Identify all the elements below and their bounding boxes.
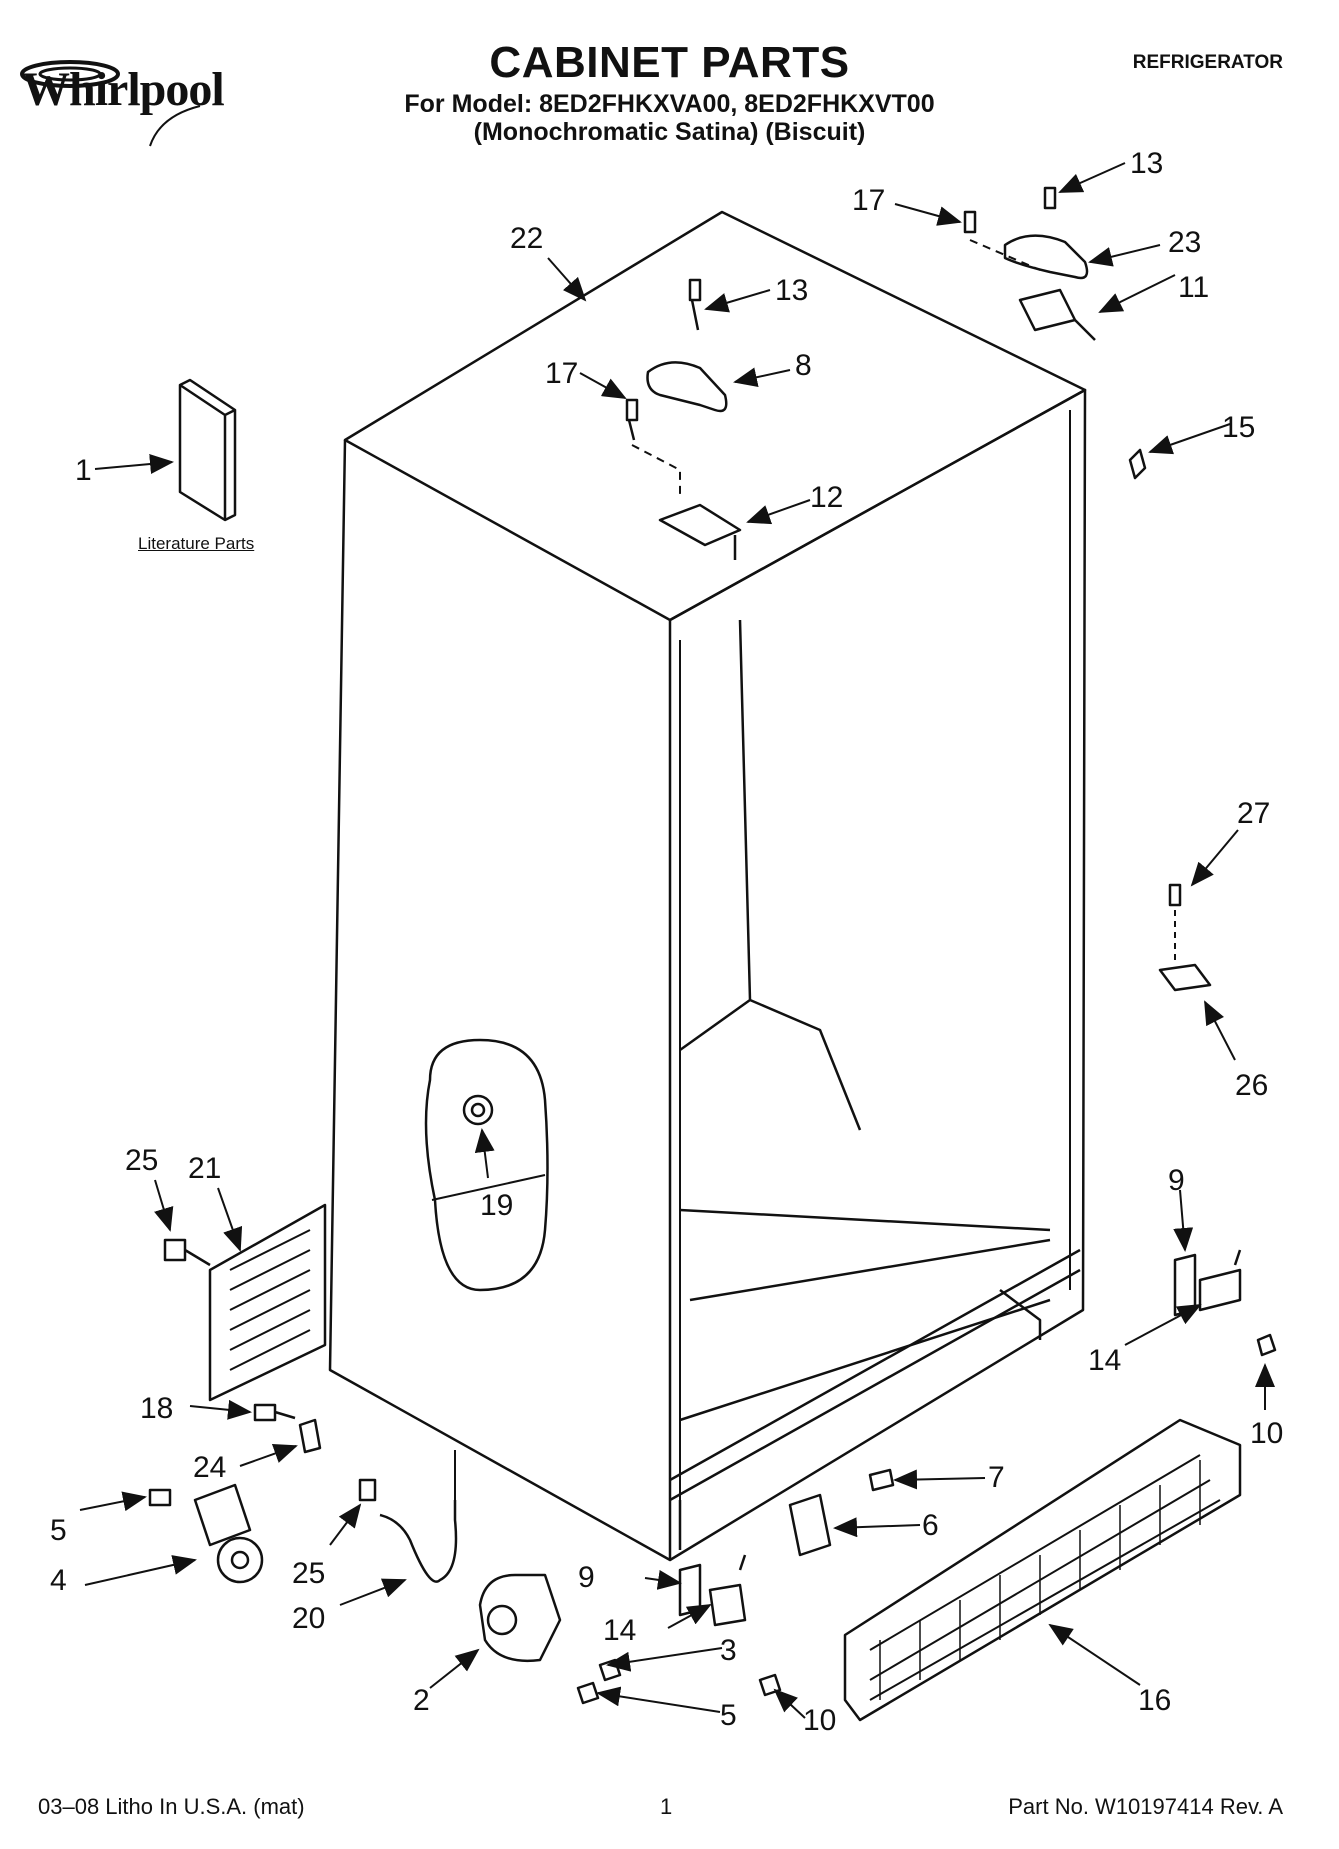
footer-page-number: 1 [660,1794,673,1819]
page-title: CABINET PARTS [489,38,850,87]
hinge-cap-23 [1003,234,1089,280]
model-line: For Model: 8ED2FHKXVA00, 8ED2FHKXVT00 [404,90,935,118]
variant-line: (Monochromatic Satina) (Biscuit) [473,118,866,146]
screw-13b [1043,186,1057,210]
callout-18: 18 [140,1392,173,1425]
callout-7: 7 [988,1461,1005,1494]
callout-22: 22 [510,222,543,255]
literature-parts-label: Literature Parts [138,534,255,553]
callout-3: 3 [720,1634,737,1667]
callout-23: 23 [1168,226,1201,259]
callout-17b: 17 [852,184,885,217]
cabinet-top-panel [343,210,1087,622]
hinge-cap-8 [646,361,728,413]
literature-booklet [178,378,237,522]
top-hinge-right [1018,288,1096,341]
lower-hinge-14a [708,1554,747,1627]
callout-13b: 13 [1130,147,1163,180]
footer-part-number: Part No. W10197414 Rev. A [1008,1794,1283,1819]
callout-26: 26 [1235,1069,1268,1102]
callout-24: 24 [193,1451,226,1484]
water-line-20 [379,1500,458,1583]
screw-25a [163,1238,211,1267]
bracket-26 [1158,963,1212,992]
callout-5b: 5 [720,1699,737,1732]
screw-5b [576,1681,600,1705]
callout-9a: 9 [578,1561,595,1594]
cabinet-front-frame [669,388,1087,1562]
callout-20: 20 [292,1602,325,1635]
callout-8: 8 [795,349,812,382]
leveler-2 [478,1573,562,1662]
caster-4 [193,1483,252,1547]
callout-5a: 5 [50,1514,67,1547]
screw-17b [963,210,977,234]
callout-15: 15 [1222,411,1255,444]
screw-18 [253,1403,296,1422]
callout-1: 1 [75,454,92,487]
hinge-plate-9b [1173,1253,1197,1317]
callout-16: 16 [1138,1684,1171,1717]
bracket-6 [788,1493,832,1557]
callout-14b: 14 [1088,1344,1121,1377]
callout-14a: 14 [603,1614,636,1647]
category-label: REFRIGERATOR [1132,52,1283,73]
screw-17a [625,398,639,441]
cabinet-left-side [328,439,672,1562]
callout-12: 12 [810,481,843,514]
screw-10b [1256,1333,1277,1357]
brand-wordmark: Whirlpool [22,63,225,116]
callout-21: 21 [188,1152,221,1185]
callout-19: 19 [480,1189,513,1222]
callout-10b: 10 [1250,1417,1283,1450]
screw-13a [688,278,702,331]
callout-9b: 9 [1168,1164,1185,1197]
callout-17a: 17 [545,357,578,390]
plug-24 [298,1418,322,1454]
callout-2: 2 [413,1684,430,1717]
callout-25a: 25 [125,1144,158,1177]
callout-4: 4 [50,1564,67,1597]
part-15-clip [1128,448,1147,480]
whirlpool-logo [10,46,270,166]
footer-litho: 03–08 Litho In U.S.A. (mat) [38,1794,305,1819]
vent-grille-21 [208,1203,327,1402]
callout-13a: 13 [775,274,808,307]
callout-10a: 10 [803,1704,836,1737]
callout-27: 27 [1237,797,1270,830]
screw-27 [1168,883,1182,907]
screw-5a [148,1488,172,1507]
screw-7 [868,1468,895,1492]
cabinet-liner [679,619,1051,1422]
grommet [462,1094,494,1126]
callout-6: 6 [922,1509,939,1542]
callout-11: 11 [1178,271,1209,304]
toe-grille-16 [843,1418,1242,1722]
lower-hinge-14b [1198,1249,1242,1312]
callout-25b: 25 [292,1557,325,1590]
screw-25b [358,1478,377,1502]
top-hinge-center [658,503,742,560]
hinge-plate-9a [678,1563,702,1617]
